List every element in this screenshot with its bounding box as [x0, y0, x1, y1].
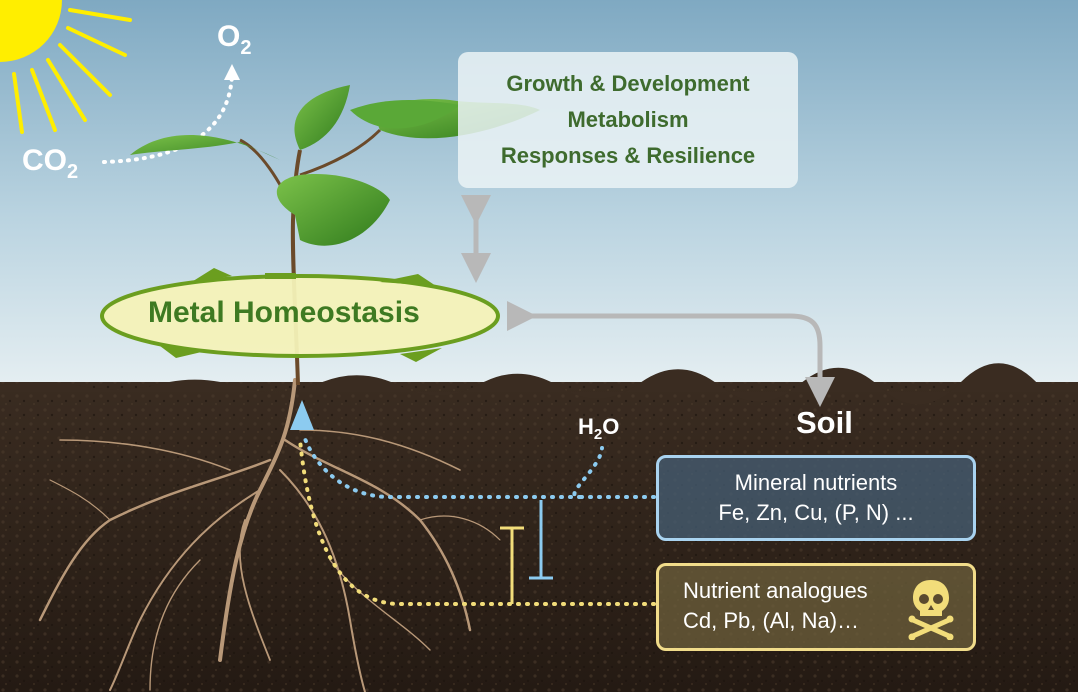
h2o-label: H2O: [578, 414, 620, 443]
nutrient-uptake-path: [302, 434, 656, 499]
plant-leaves: [130, 85, 540, 246]
sun-icon: [0, 0, 132, 134]
co2-label: CO2: [22, 144, 79, 183]
mineral-nutrients-title: Mineral nutrients: [734, 470, 898, 495]
process-responses: Responses & Resilience: [500, 143, 756, 168]
plant-roots: [38, 378, 501, 692]
process-metabolism: Metabolism: [567, 107, 689, 132]
skull-crossbones-icon: [908, 580, 954, 640]
plant-processes-box: Growth & Development Metabolism Response…: [458, 52, 798, 188]
o2-label: O2: [217, 20, 252, 59]
nutrient-analogues-box: Nutrient analogues Cd, Pb, (Al, Na)…: [656, 563, 976, 651]
mineral-nutrients-items: Fe, Zn, Cu, (P, N) ...: [718, 500, 914, 525]
nutrient-inhibition-icon: [529, 500, 553, 580]
nutrient-analogues-title: Nutrient analogues: [683, 578, 868, 603]
mineral-nutrients-box: Mineral nutrients Fe, Zn, Cu, (P, N) ...: [656, 455, 976, 541]
homeostasis-soil-arrow: [507, 301, 835, 407]
uptake-arrowhead-icon: [290, 400, 314, 430]
analogue-inhibition-icon: [500, 526, 524, 604]
nutrient-analogues-items: Cd, Pb, (Al, Na)…: [683, 608, 860, 633]
o2-arrowhead: [224, 64, 240, 80]
soil-label: Soil: [796, 405, 853, 440]
process-growth: Growth & Development: [506, 71, 750, 96]
homeostasis-cycle-icon: [100, 268, 500, 362]
analogue-uptake-path: [298, 438, 656, 606]
metal-homeostasis-label: Metal Homeostasis: [148, 296, 420, 329]
